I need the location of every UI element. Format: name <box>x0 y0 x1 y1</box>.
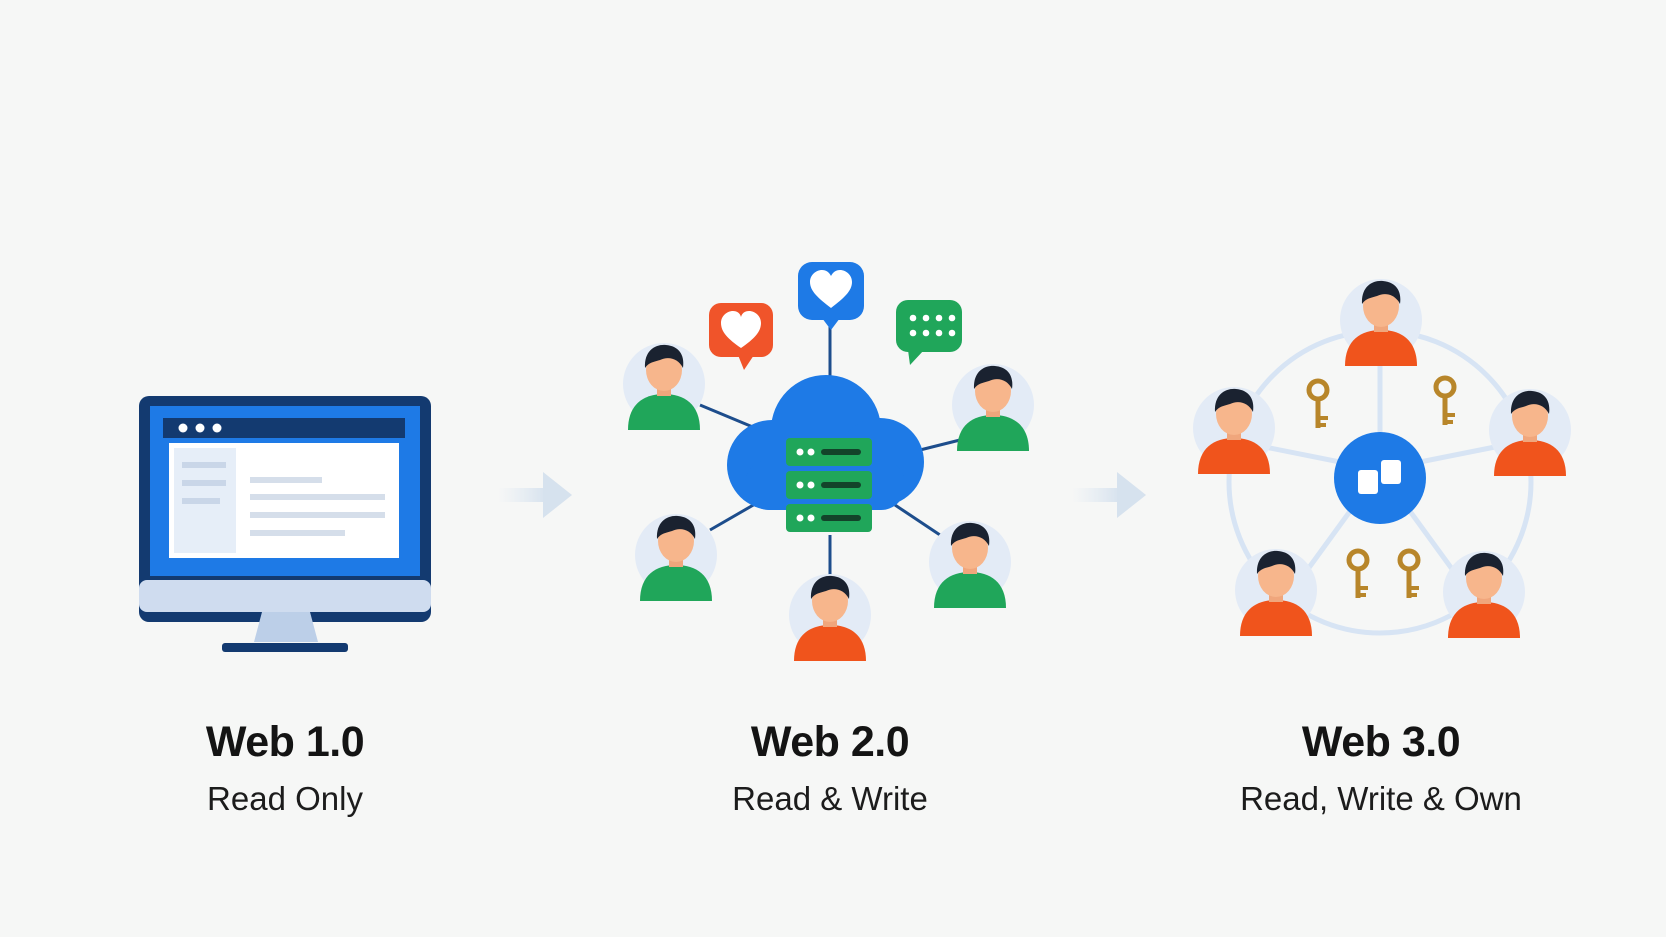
chat-bubble-icon <box>896 300 962 365</box>
user-icon <box>1340 279 1422 366</box>
heart-bubble-icon <box>798 262 864 330</box>
stage-subtitle-web3: Read, Write & Own <box>1240 780 1522 817</box>
server-icon <box>786 438 872 532</box>
arrow-right-icon <box>1072 472 1146 518</box>
monitor-icon <box>139 396 431 652</box>
arrow-right-icon <box>498 472 572 518</box>
stage-subtitle-web2: Read & Write <box>732 780 928 817</box>
user-icon <box>1489 389 1571 476</box>
heart-bubble-icon <box>709 303 773 370</box>
stage-title-web1: Web 1.0 <box>205 718 365 766</box>
key-icon <box>1400 551 1419 598</box>
user-icon <box>1193 387 1275 474</box>
stage-subtitle-web1: Read Only <box>207 780 363 817</box>
token-icon <box>1334 432 1426 524</box>
user-icon <box>952 364 1034 451</box>
key-icon <box>1436 378 1455 425</box>
key-icon <box>1349 551 1368 598</box>
stage-title-web2: Web 2.0 <box>750 718 910 766</box>
key-icon <box>1309 381 1328 428</box>
user-icon <box>635 514 717 601</box>
user-icon <box>623 343 705 430</box>
user-icon <box>929 521 1011 608</box>
user-icon <box>789 574 871 661</box>
stage-title-web3: Web 3.0 <box>1301 718 1461 766</box>
user-icon <box>1235 549 1317 636</box>
user-icon <box>1443 551 1525 638</box>
